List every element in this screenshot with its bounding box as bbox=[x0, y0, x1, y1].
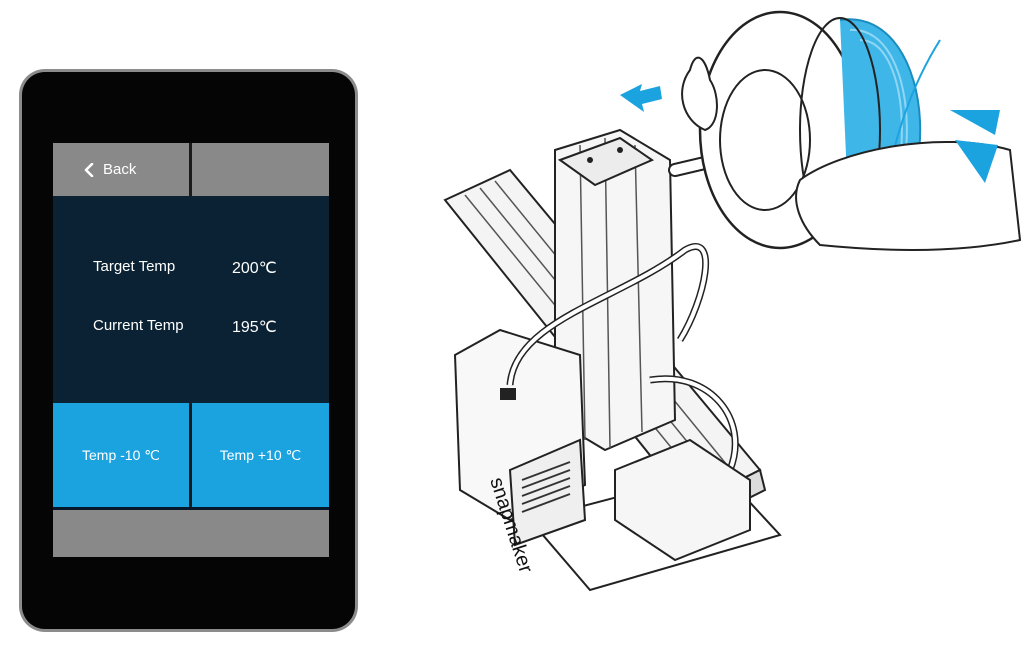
current-temp-value: 195℃ bbox=[232, 319, 277, 336]
arrow-rotate-icon bbox=[955, 140, 998, 183]
end-block bbox=[614, 438, 751, 562]
back-button[interactable]: Back bbox=[53, 143, 189, 196]
current-temp-label: Current Temp bbox=[93, 317, 184, 334]
target-temp-value: 200℃ bbox=[232, 260, 277, 277]
right-hand bbox=[795, 140, 1022, 251]
current-temp-row: Current Temp 195℃ bbox=[53, 317, 329, 341]
chevron-left-icon bbox=[84, 162, 94, 177]
top-bar-right-slot bbox=[192, 143, 329, 196]
top-bar: Back bbox=[53, 143, 329, 196]
temp-minus-button[interactable]: Temp -10 ℃ bbox=[53, 403, 189, 507]
arrow-left-icon bbox=[620, 84, 662, 112]
bottom-bar bbox=[53, 510, 329, 557]
arrow-rotate-icon bbox=[950, 110, 1000, 135]
left-hand bbox=[681, 56, 718, 132]
top-bar-divider bbox=[189, 143, 192, 196]
back-button-label: Back bbox=[103, 161, 137, 178]
control-box bbox=[453, 328, 587, 547]
temp-plus-button[interactable]: Temp +10 ℃ bbox=[192, 403, 329, 507]
printer-illustration: snapmaker bbox=[443, 10, 1022, 592]
temp-button-row: Temp -10 ℃ Temp +10 ℃ bbox=[53, 403, 329, 507]
temperature-panel: Target Temp 200℃ Current Temp 195℃ bbox=[53, 196, 329, 403]
touchscreen-display: Back Target Temp 200℃ Current Temp 195℃ … bbox=[53, 143, 329, 557]
target-temp-row: Target Temp 200℃ bbox=[53, 258, 329, 282]
target-temp-label: Target Temp bbox=[93, 258, 176, 275]
device-bezel: Back Target Temp 200℃ Current Temp 195℃ … bbox=[22, 72, 355, 629]
touchscreen-device: Back Target Temp 200℃ Current Temp 195℃ … bbox=[19, 69, 358, 632]
